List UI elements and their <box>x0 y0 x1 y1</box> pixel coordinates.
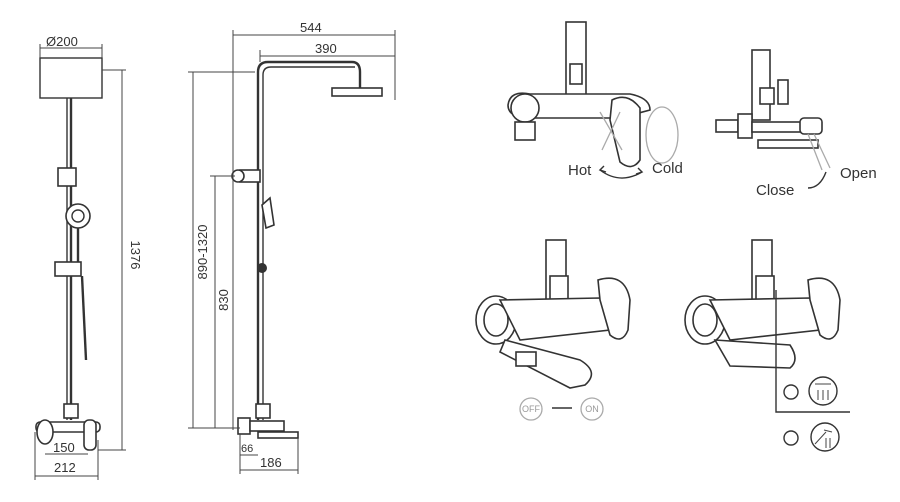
switch-detail: OFF ON <box>475 239 631 421</box>
label-cold: Cold <box>652 160 683 177</box>
rotate-arrow-icon <box>599 169 643 179</box>
dim-wall-offset: 66 <box>241 443 253 455</box>
dim-mixer-center: 150 <box>53 440 75 455</box>
overhead-shower-head <box>39 57 103 99</box>
dim-head-diameter: Ø200 <box>46 34 78 49</box>
flow-arrow-icon <box>807 171 827 189</box>
label-on: ON <box>585 404 599 414</box>
side-view: 544 390 890-1320 830 66 186 <box>188 20 396 474</box>
hand-shower-side <box>261 196 275 230</box>
slide-bracket <box>57 167 77 187</box>
hand-shower <box>65 203 91 229</box>
dim-total-height: 1376 <box>128 241 143 270</box>
mixer-lever <box>609 96 641 168</box>
dim-height-range: 890-1320 <box>195 225 210 280</box>
shower-head-icon <box>808 376 838 406</box>
dim-spout-depth: 186 <box>260 455 282 470</box>
label-off: OFF <box>522 404 540 414</box>
front-view: Ø200 1376 150 212 <box>34 34 143 480</box>
overhead-shower-head-side <box>331 87 383 97</box>
temperature-detail: Hot Cold <box>507 21 683 179</box>
hand-shower-icon <box>810 422 840 452</box>
flow-detail: Close Open <box>715 49 877 199</box>
dim-arm-total: 544 <box>300 20 322 35</box>
on-icon <box>580 397 604 421</box>
off-icon <box>519 397 543 421</box>
label-close: Close <box>756 182 794 199</box>
label-open: Open <box>840 165 877 182</box>
diverter-detail <box>684 239 850 452</box>
dim-arm-reach: 390 <box>315 41 337 56</box>
label-hot: Hot <box>568 162 592 179</box>
dim-mixer-height: 830 <box>216 289 231 311</box>
dim-mixer-width: 212 <box>54 460 76 475</box>
slide-holder <box>54 261 82 277</box>
